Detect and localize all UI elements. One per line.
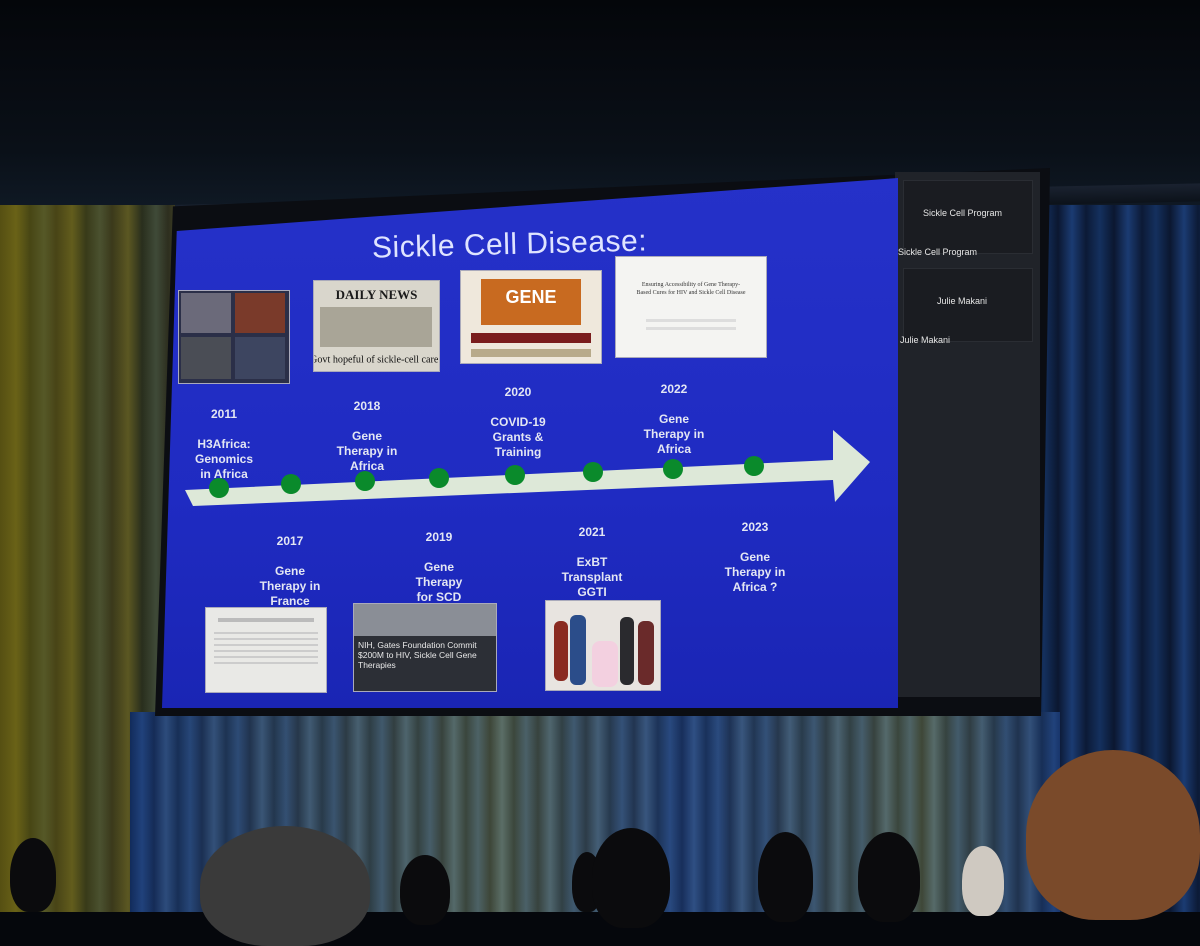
timeline-text: ExBT Transplant GGTI xyxy=(561,555,623,599)
timeline-label-2018: 2018 Gene Therapy in Africa xyxy=(332,384,402,489)
participant-tile xyxy=(903,268,1033,342)
poster-title: GENE xyxy=(505,287,557,307)
timeline-arrow xyxy=(185,430,870,506)
timeline-year: 2023 xyxy=(741,520,769,534)
participant-tile xyxy=(903,180,1033,254)
timeline-dot xyxy=(663,459,683,479)
timeline-dot xyxy=(281,474,301,494)
h3africa-collage-image xyxy=(178,290,290,384)
document-2022-image: Ensuring Accessibility of Gene Therapy-B… xyxy=(615,256,767,358)
timeline-dot xyxy=(355,471,375,491)
participant-label: Julie Makani xyxy=(900,335,951,345)
timeline-year: 2019 xyxy=(425,530,453,544)
news-caption: NIH, Gates Foundation Commit $200M to HI… xyxy=(358,640,477,670)
audience-head xyxy=(1026,750,1200,920)
timeline-text: Gene Therapy in Africa xyxy=(336,429,398,473)
timeline-label-2011: 2011 H3Africa: Genomics in Africa xyxy=(189,392,259,497)
timeline-year: 2022 xyxy=(660,382,688,396)
participant-tile-name: Julie Makani xyxy=(937,296,988,306)
participant-tile-name: Sickle Cell Program xyxy=(923,208,1003,218)
timeline-year: 2018 xyxy=(353,399,381,413)
newspaper-masthead: DAILY NEWS xyxy=(335,287,418,302)
timeline-text: COVID-19 Grants & Training xyxy=(490,415,546,459)
transplant-team-photo xyxy=(545,600,661,691)
participant-sidebar xyxy=(895,172,1040,697)
timeline-text: H3Africa: Genomics in Africa xyxy=(194,437,254,481)
nih-gates-news-image: NIH, Gates Foundation Commit $200M to HI… xyxy=(353,603,497,692)
timeline-dot xyxy=(744,456,764,476)
timeline-label-2017: 2017 Gene Therapy in France xyxy=(255,519,325,624)
arrow-shape xyxy=(185,430,870,506)
timeline-label-2020: 2020 COVID-19 Grants & Training xyxy=(478,370,558,475)
slide-title: Sickle Cell Disease: xyxy=(371,224,648,265)
timeline-dot xyxy=(505,465,525,485)
newspaper-headline: Govt hopeful of sickle-cell care xyxy=(313,353,439,365)
daily-news-clipping: DAILY NEWS Govt hopeful of sickle-cell c… xyxy=(313,280,440,372)
document-title: Ensuring Accessibility of Gene Therapy-B… xyxy=(636,282,746,296)
timeline-dot xyxy=(429,468,449,488)
timeline-text: Gene Therapy in France xyxy=(259,564,321,608)
timeline-year: 2021 xyxy=(578,525,606,539)
timeline-year: 2020 xyxy=(504,385,532,399)
audience-head xyxy=(200,826,370,946)
participant-label: Sickle Cell Program xyxy=(898,247,978,257)
timeline-year: 2017 xyxy=(276,534,304,548)
timeline-dot xyxy=(209,478,229,498)
timeline-dot xyxy=(583,462,603,482)
timeline-label-2023: 2023 Gene Therapy in Africa ? xyxy=(717,505,793,610)
audience-head xyxy=(962,846,1004,916)
timeline-label-2021: 2021 ExBT Transplant GGTI xyxy=(552,510,632,615)
audience-head xyxy=(758,832,813,922)
audience-head xyxy=(858,832,920,922)
article-2017-image xyxy=(205,607,327,693)
audience-head xyxy=(592,828,670,928)
timeline-text: Gene Therapy in Africa ? xyxy=(724,550,786,594)
audience-head xyxy=(10,838,56,912)
timeline-text: Gene Therapy in Africa xyxy=(643,412,705,456)
gene-editing-poster: GENE xyxy=(460,270,602,364)
timeline-year: 2011 xyxy=(210,407,238,421)
audience-head xyxy=(400,855,450,925)
timeline-label-2022: 2022 Gene Therapy in Africa xyxy=(636,367,712,472)
